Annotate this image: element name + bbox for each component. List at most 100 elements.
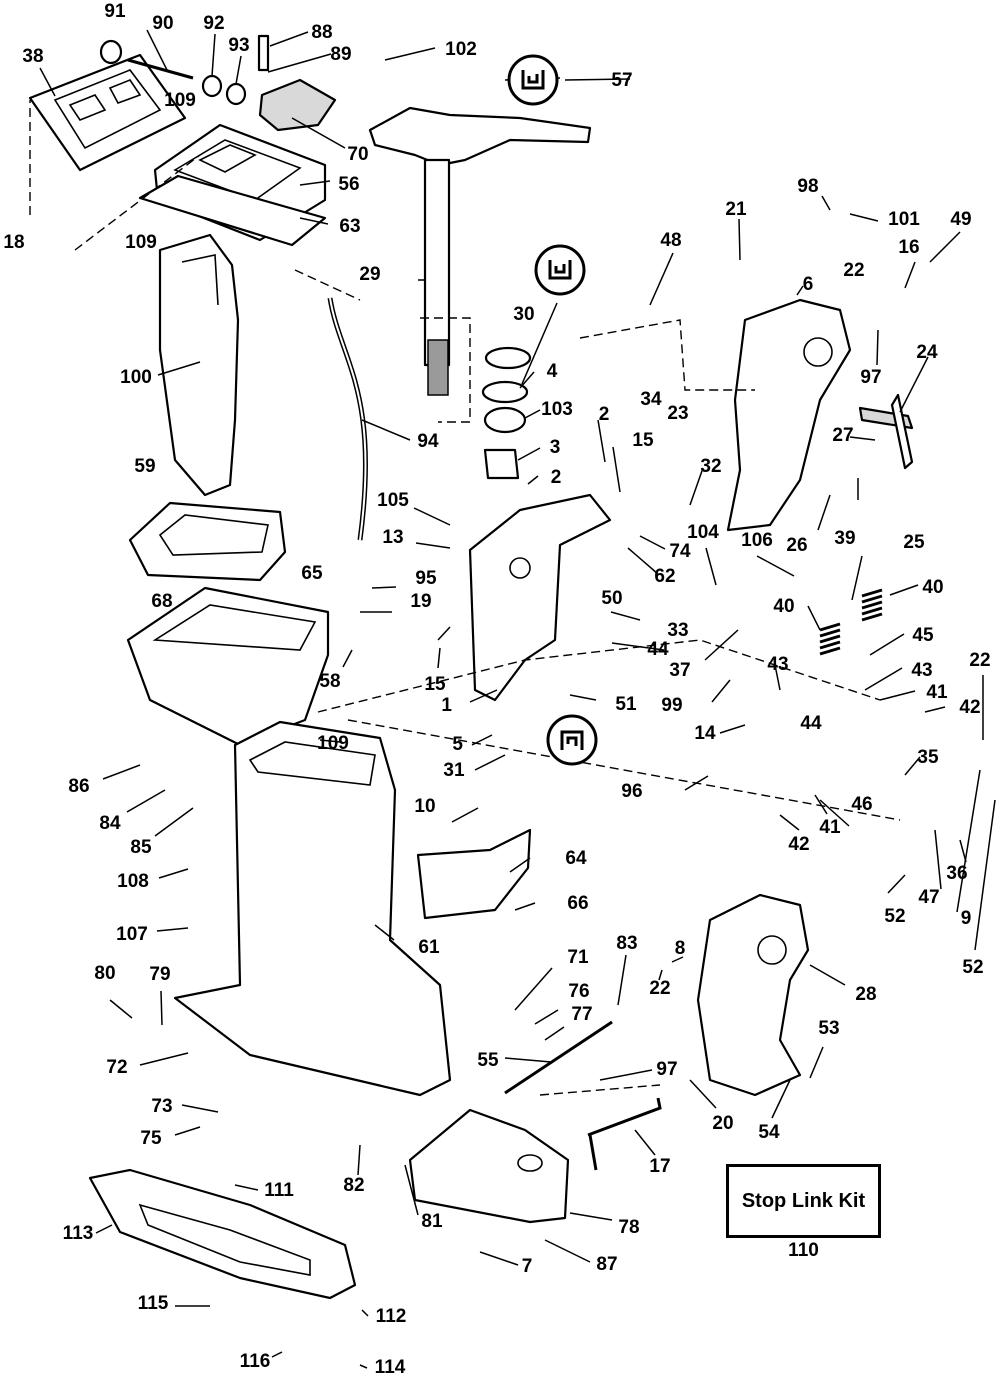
callout-74: 74 bbox=[669, 541, 691, 562]
callout-61: 61 bbox=[418, 937, 440, 958]
callout-72: 72 bbox=[106, 1057, 127, 1078]
callout-70: 70 bbox=[347, 144, 368, 165]
callout-84: 84 bbox=[99, 813, 121, 834]
callout-88: 88 bbox=[311, 22, 332, 43]
callout-47: 47 bbox=[918, 887, 939, 908]
callout-78: 78 bbox=[618, 1217, 639, 1238]
stern-bracket-upper bbox=[726, 298, 852, 532]
parts-artwork bbox=[28, 34, 914, 1300]
callout-94: 94 bbox=[417, 431, 439, 452]
callout-97: 97 bbox=[860, 367, 881, 388]
callout-107: 107 bbox=[116, 924, 148, 945]
callout-91: 91 bbox=[104, 1, 126, 22]
callout-16: 16 bbox=[898, 237, 919, 258]
callout-83: 83 bbox=[616, 933, 637, 954]
gearcase-cover bbox=[408, 1108, 570, 1224]
stop-link-kit-box: Stop Link Kit bbox=[726, 1164, 881, 1238]
callout-17: 17 bbox=[649, 1156, 670, 1177]
callout-89: 89 bbox=[330, 44, 351, 65]
lower-shroud bbox=[416, 828, 532, 920]
callout-51: 51 bbox=[615, 694, 637, 715]
callout-40: 40 bbox=[773, 596, 794, 617]
callout-4: 4 bbox=[547, 361, 558, 382]
callout-44: 44 bbox=[647, 639, 669, 660]
callout-22: 22 bbox=[969, 650, 990, 671]
callout-42: 42 bbox=[959, 697, 980, 718]
callout-6: 6 bbox=[803, 274, 814, 295]
bottom-plate bbox=[88, 1168, 357, 1300]
callout-10: 10 bbox=[414, 796, 435, 817]
callout-52: 52 bbox=[962, 957, 983, 978]
callout-64: 64 bbox=[565, 848, 587, 869]
kit-number: 110 bbox=[788, 1240, 819, 1261]
callout-92: 92 bbox=[203, 13, 224, 34]
callout-32: 32 bbox=[700, 456, 721, 477]
callout-76: 76 bbox=[568, 981, 589, 1002]
leader-lines bbox=[39, 29, 996, 1369]
callout-101: 101 bbox=[888, 209, 920, 230]
callout-80: 80 bbox=[94, 963, 115, 984]
callout-58: 58 bbox=[319, 671, 340, 692]
callout-114: 114 bbox=[375, 1357, 406, 1375]
callout-43: 43 bbox=[767, 654, 788, 675]
callout-86: 86 bbox=[68, 776, 89, 797]
callout-41: 41 bbox=[819, 817, 841, 838]
grease-symbol-icon bbox=[560, 730, 584, 750]
callout-54: 54 bbox=[758, 1122, 780, 1143]
callout-115: 115 bbox=[138, 1293, 169, 1314]
callout-2: 2 bbox=[551, 467, 562, 488]
lower-motor-cover bbox=[126, 586, 330, 747]
callout-95: 95 bbox=[415, 568, 437, 589]
callout-111: 111 bbox=[264, 1180, 294, 1201]
callout-68: 68 bbox=[151, 591, 172, 612]
callout-109: 109 bbox=[164, 90, 196, 111]
callout-41: 41 bbox=[926, 682, 948, 703]
callout-24: 24 bbox=[916, 342, 938, 363]
callout-26: 26 bbox=[786, 535, 807, 556]
callout-36: 36 bbox=[946, 863, 967, 884]
callout-109: 109 bbox=[317, 733, 349, 754]
callout-2: 2 bbox=[599, 404, 610, 425]
callout-100: 100 bbox=[120, 367, 152, 388]
callout-13: 13 bbox=[382, 527, 403, 548]
callout-9: 9 bbox=[961, 908, 972, 929]
gasket-plate bbox=[28, 53, 187, 172]
callout-40: 40 bbox=[922, 577, 943, 598]
callout-31: 31 bbox=[443, 760, 465, 781]
callout-66: 66 bbox=[567, 893, 588, 914]
callout-22: 22 bbox=[843, 260, 864, 281]
callout-21: 21 bbox=[725, 199, 747, 220]
callout-20: 20 bbox=[712, 1113, 733, 1134]
callout-19: 19 bbox=[410, 591, 431, 612]
callout-102: 102 bbox=[445, 39, 477, 60]
callout-15: 15 bbox=[424, 674, 446, 695]
stern-bracket-lower bbox=[696, 893, 810, 1097]
callout-53: 53 bbox=[818, 1018, 839, 1039]
callout-55: 55 bbox=[477, 1050, 499, 1071]
callout-103: 103 bbox=[541, 399, 573, 420]
callout-33: 33 bbox=[667, 620, 688, 641]
callout-43: 43 bbox=[911, 660, 932, 681]
callout-77: 77 bbox=[571, 1004, 592, 1025]
callout-104: 104 bbox=[687, 522, 719, 543]
callout-49: 49 bbox=[950, 209, 971, 230]
callout-45: 45 bbox=[912, 625, 934, 646]
kit-label: Stop Link Kit bbox=[741, 1189, 866, 1212]
callout-8: 8 bbox=[675, 938, 686, 959]
callout-42: 42 bbox=[788, 834, 809, 855]
callout-75: 75 bbox=[140, 1128, 162, 1149]
callout-99: 99 bbox=[661, 695, 682, 716]
callout-113: 113 bbox=[63, 1223, 94, 1244]
callout-116: 116 bbox=[240, 1351, 271, 1372]
callout-labels: 1 2 2 3 4 5 6 7 8 9 10 13 14 15 15 16 17… bbox=[3, 1, 990, 1375]
callout-5: 5 bbox=[452, 734, 463, 755]
callout-25: 25 bbox=[903, 532, 925, 553]
grease-symbol bbox=[546, 714, 598, 766]
callout-35: 35 bbox=[917, 747, 939, 768]
callout-29: 29 bbox=[359, 264, 380, 285]
callout-52: 52 bbox=[884, 906, 905, 927]
callout-73: 73 bbox=[151, 1096, 172, 1117]
callout-112: 112 bbox=[376, 1306, 407, 1327]
callout-3: 3 bbox=[550, 437, 561, 458]
